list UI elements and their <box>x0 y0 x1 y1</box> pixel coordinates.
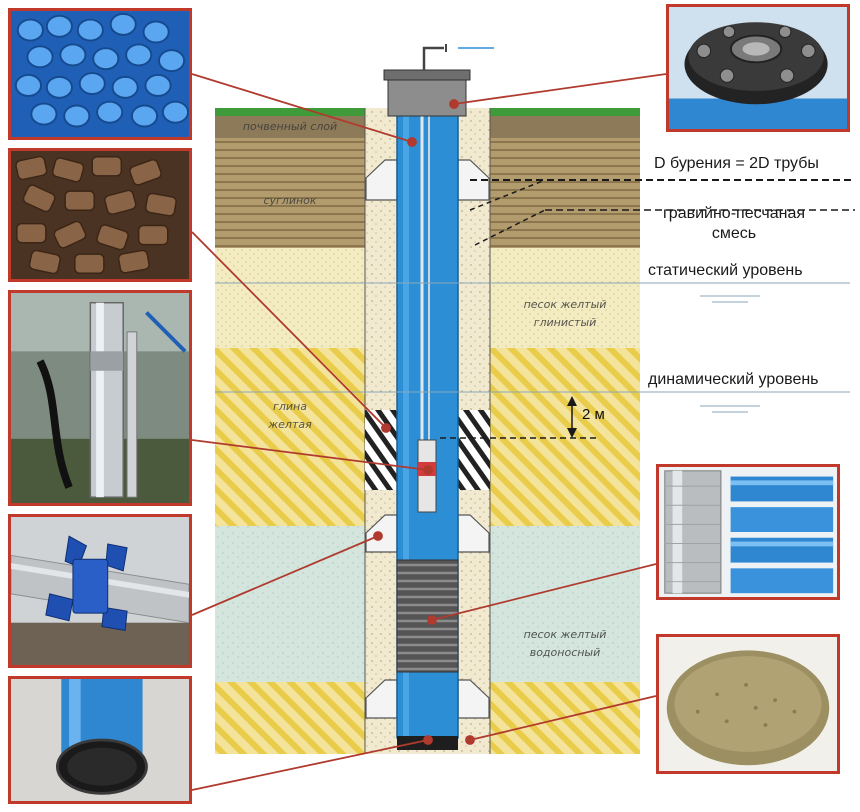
soil-label-clay-1: глина <box>215 398 365 416</box>
filter-pipes-photo <box>656 464 840 600</box>
soil-label-loam: суглинок <box>215 190 365 212</box>
label-gravel-sand-1: гравийно-песчаная <box>644 204 824 224</box>
label-drilling-diameter: D бурения = 2D трубы <box>654 155 819 173</box>
soil-label-aquifer: песок желтый водоносный <box>490 626 640 662</box>
label-gap-2m: 2 м <box>582 406 605 423</box>
blue-pipes-photo <box>8 8 192 140</box>
soil-label-sand-clayey: песок желтый глинистый <box>490 296 640 332</box>
clay-seal-right <box>458 410 490 490</box>
submersible-pump-photo <box>8 290 192 506</box>
soil-label-aquifer-1: песок желтый <box>490 626 640 644</box>
soil-label-sand-clayey-1: песок желтый <box>490 296 640 314</box>
well-head-cap <box>388 78 466 116</box>
label-dynamic-level: динамический уровень <box>648 371 819 389</box>
soil-label-sand-clayey-2: глинистый <box>490 314 640 332</box>
label-static-level: статический уровень <box>648 262 803 280</box>
label-gravel-sand-2: смесь <box>644 224 824 244</box>
label-gravel-sand: гравийно-песчаная смесь <box>644 204 824 244</box>
gravel-sand-photo <box>656 634 840 774</box>
well-cap-photo <box>666 4 850 132</box>
soil-label-clay: глина желтая <box>215 398 365 434</box>
soil-label-topsoil: почвенный слой <box>215 116 365 138</box>
soil-label-aquifer-2: водоносный <box>490 644 640 662</box>
soil-label-clay-2: желтая <box>215 416 365 434</box>
centralizer-photo <box>8 514 192 668</box>
clay-pellets-photo <box>8 148 192 282</box>
pipe-bottom-photo <box>8 676 192 804</box>
